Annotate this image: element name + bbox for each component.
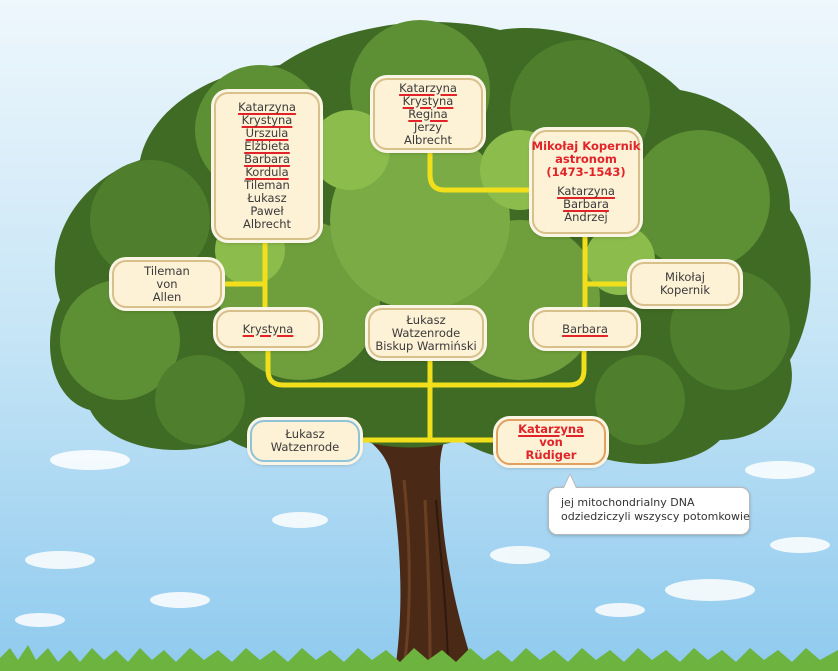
child-name: Albrecht <box>242 217 292 231</box>
child-name: Krystyna <box>241 113 293 127</box>
card-mikolaj-kopernik-ojciec: Mikołaj Kopernik <box>630 262 740 306</box>
person-line: Łukasz <box>285 427 325 441</box>
person-line: von <box>156 276 178 291</box>
card-krystyna: Krystyna <box>216 310 320 348</box>
callout-line: jej mitochondrialny DNA <box>561 496 695 509</box>
child-name: Urszula <box>245 126 289 140</box>
child-name: Katarzyna <box>238 100 296 114</box>
child-name: Barbara <box>244 152 290 166</box>
mitochondrial-dna-callout: jej mitochondrialny DNA odziedziczyli ws… <box>548 487 750 535</box>
child-name: Tileman <box>244 178 290 192</box>
child-name: Paweł <box>250 204 284 218</box>
sibling-name: Andrzej <box>564 210 608 224</box>
person-line: Rüdiger <box>525 447 577 462</box>
card-kopernik-astronom: Mikołaj Kopernik astronom (1473-1543) Ka… <box>532 130 640 234</box>
person-line: Kopernik <box>659 283 711 297</box>
child-name: Łukasz <box>247 191 287 205</box>
card-tileman-von-allen: Tileman von Allen <box>112 260 222 308</box>
person-line: Łukasz <box>406 312 446 327</box>
child-name: Regina <box>408 106 448 121</box>
person-line: Tileman <box>144 263 190 278</box>
card-lukasz-watzenrode: Łukasz Watzenrode <box>250 420 360 462</box>
child-name: Jerzy <box>413 119 443 134</box>
person-name: Krystyna <box>242 321 294 336</box>
callout-pointer-fill <box>564 475 576 488</box>
person-line: von <box>539 434 563 449</box>
card-lukasz-biskup: Łukasz Watzenrode Biskup Warmiński <box>368 308 484 358</box>
person-name: Barbara <box>562 321 608 336</box>
card-barbara: Barbara <box>532 310 638 348</box>
child-name: Kordula <box>245 165 289 179</box>
sibling-name: Barbara <box>563 197 609 211</box>
person-line: Watzenrode <box>270 440 340 454</box>
connector-lines <box>222 147 631 443</box>
kopernik-role: astronom <box>555 152 617 166</box>
clouds <box>15 450 830 627</box>
person-line: Watzenrode <box>391 325 461 340</box>
kopernik-years: (1473-1543) <box>546 165 626 179</box>
child-name: Albrecht <box>403 132 453 147</box>
card-children-top: Katarzyna Krystyna Regina Jerzy Albrecht <box>373 78 483 150</box>
child-name: Elżbieta <box>244 139 290 153</box>
person-line: Allen <box>152 289 182 304</box>
person-line: Katarzyna <box>518 421 584 436</box>
person-line: Biskup Warmiński <box>375 338 477 353</box>
card-children-krystyna: Katarzyna Krystyna Urszula Elżbieta Barb… <box>214 92 320 240</box>
kopernik-title: Mikołaj Kopernik <box>531 139 641 153</box>
sibling-name: Katarzyna <box>557 184 615 198</box>
callout-line: odziedziczyli wszyscy potomkowie <box>561 509 750 523</box>
child-name: Krystyna <box>402 93 454 108</box>
person-line: Mikołaj <box>665 270 705 284</box>
child-name: Katarzyna <box>399 80 457 95</box>
card-katarzyna-von-rudiger: Katarzyna von Rüdiger <box>496 419 606 465</box>
grass <box>0 645 838 671</box>
